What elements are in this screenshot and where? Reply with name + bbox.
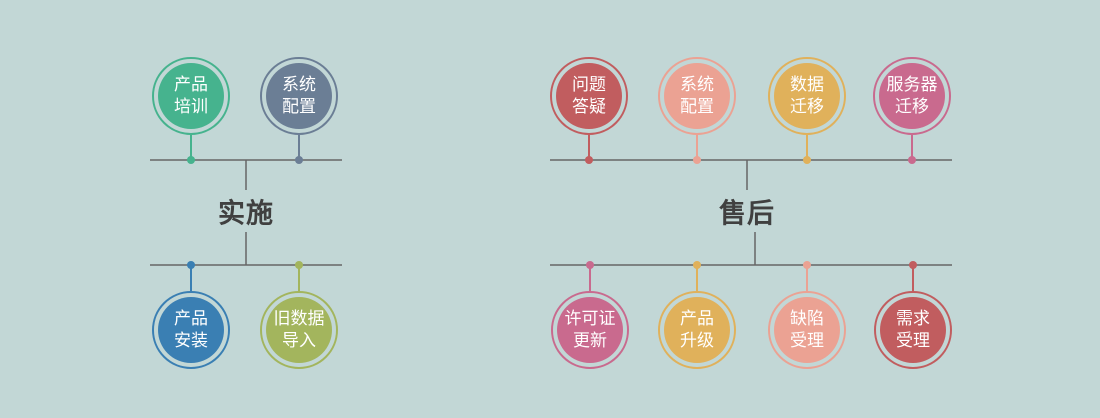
node-after-sales-bottom-1[interactable]: 产品升级 — [658, 291, 736, 369]
node-fill: 旧数据导入 — [266, 297, 332, 363]
stem-after-sales-bottom-2-dot — [803, 261, 811, 269]
node-label-line1: 缺陷 — [790, 309, 824, 329]
node-label-line2: 迁移 — [895, 97, 929, 117]
implementation-connectors — [150, 159, 342, 266]
node-label-line1: 数据 — [790, 75, 824, 95]
node-implementation-bottom-1[interactable]: 旧数据导入 — [260, 291, 338, 369]
stem-after-sales-top-0-dot — [585, 156, 593, 164]
node-label-line2: 答疑 — [572, 97, 606, 117]
node-fill: 产品安装 — [158, 297, 224, 363]
node-label-line1: 系统 — [282, 75, 316, 95]
stem-implementation-bottom-1-dot — [295, 261, 303, 269]
stem-implementation-top-1-dot — [295, 156, 303, 164]
node-implementation-top-0[interactable]: 产品培训 — [152, 57, 230, 135]
node-label-line1: 旧数据 — [273, 309, 325, 329]
node-fill: 服务器迁移 — [879, 63, 945, 129]
node-label-line1: 系统 — [680, 75, 714, 95]
stem-after-sales-bottom-3-dot — [909, 261, 917, 269]
stem-implementation-top-0-dot — [187, 156, 195, 164]
node-after-sales-bottom-3[interactable]: 需求受理 — [874, 291, 952, 369]
node-after-sales-bottom-0[interactable]: 许可证更新 — [551, 291, 629, 369]
node-fill: 系统配置 — [664, 63, 730, 129]
stem-after-sales-top-3-dot — [908, 156, 916, 164]
node-label-line2: 导入 — [282, 331, 316, 351]
node-label-line2: 配置 — [680, 97, 714, 117]
node-fill: 缺陷受理 — [774, 297, 840, 363]
node-stems — [187, 135, 917, 291]
node-label-line1: 产品 — [174, 75, 208, 95]
node-label-line1: 产品 — [174, 309, 208, 329]
node-fill: 系统配置 — [266, 63, 332, 129]
node-after-sales-top-2[interactable]: 数据迁移 — [768, 57, 846, 135]
node-label-line1: 许可证 — [564, 309, 616, 329]
node-after-sales-top-3[interactable]: 服务器迁移 — [873, 57, 951, 135]
node-implementation-top-1[interactable]: 系统配置 — [260, 57, 338, 135]
node-label-line2: 升级 — [680, 331, 714, 351]
node-implementation-bottom-0[interactable]: 产品安装 — [152, 291, 230, 369]
node-fill: 产品培训 — [158, 63, 224, 129]
node-label-line2: 受理 — [790, 331, 824, 351]
node-after-sales-top-1[interactable]: 系统配置 — [658, 57, 736, 135]
node-fill: 许可证更新 — [557, 297, 623, 363]
node-fill: 需求受理 — [880, 297, 946, 363]
node-label-line2: 迁移 — [790, 97, 824, 117]
node-label-line2: 配置 — [282, 97, 316, 117]
node-fill: 问题答疑 — [556, 63, 622, 129]
stem-after-sales-top-2-dot — [803, 156, 811, 164]
node-label-line2: 培训 — [174, 97, 208, 117]
node-label-line2: 安装 — [174, 331, 208, 351]
stem-after-sales-bottom-1-dot — [693, 261, 701, 269]
stem-after-sales-top-1-dot — [693, 156, 701, 164]
after-sales-connectors — [550, 159, 952, 266]
node-fill: 产品升级 — [664, 297, 730, 363]
node-label-line1: 服务器 — [886, 75, 938, 95]
stem-after-sales-bottom-0-dot — [586, 261, 594, 269]
node-label-line1: 问题 — [572, 75, 606, 95]
stem-implementation-bottom-0-dot — [187, 261, 195, 269]
hub-label-after-sales: 售后 — [719, 198, 775, 230]
node-label-line2: 受理 — [896, 331, 930, 351]
node-after-sales-top-0[interactable]: 问题答疑 — [550, 57, 628, 135]
hub-label-implementation: 实施 — [218, 198, 274, 230]
node-label-line1: 需求 — [896, 309, 930, 329]
node-fill: 数据迁移 — [774, 63, 840, 129]
node-label-line2: 更新 — [573, 331, 607, 351]
node-label-line1: 产品 — [680, 309, 714, 329]
node-after-sales-bottom-2[interactable]: 缺陷受理 — [768, 291, 846, 369]
